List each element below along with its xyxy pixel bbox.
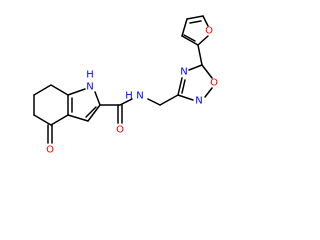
bond-ofu-c2fu <box>197 35 209 46</box>
bond-c3ox-n4 <box>177 77 183 96</box>
oxadiazole-n2-label: N <box>195 96 202 107</box>
oxadiazole-n3-label: N <box>180 67 187 78</box>
bonds <box>33 15 213 144</box>
oxadiazole-o1-label: O <box>210 78 218 89</box>
bond-c5ox-o1 <box>201 64 213 79</box>
bond-c2fu-c3fu-inner <box>183 34 196 42</box>
amide-h-label: H <box>125 91 133 102</box>
bond-c5-c4 <box>33 114 52 126</box>
amide-n-label: N <box>136 91 143 102</box>
atom-labels: N H N H O O N O N O <box>46 26 218 156</box>
bond-c2-c3 <box>87 104 101 122</box>
bond-c5fu-ofu <box>202 15 209 27</box>
bond-c5ox-c2fu <box>197 44 203 66</box>
ring-nh-h-label: H <box>86 70 94 81</box>
furan-o-label: O <box>205 26 213 37</box>
bond-camide-n <box>119 98 133 106</box>
bond-n-ch2 <box>147 98 161 106</box>
bond-n1-c2 <box>94 91 101 106</box>
bond-ch2-c3ox <box>159 94 179 106</box>
bond-c4-c4a <box>50 114 69 126</box>
bond-c4fu-c5fu <box>186 15 204 20</box>
bond-c7a-c7 <box>50 84 69 96</box>
bond-c4fu-c5fu-inner <box>189 20 202 24</box>
bond-n2-c3ox <box>177 94 194 101</box>
molecule-structure: N H N H O O N O N O <box>33 15 218 156</box>
bond-c3-c3a <box>67 114 89 122</box>
bond-c2-c3-inner <box>85 106 97 118</box>
bond-c2fu-c3fu <box>181 35 199 46</box>
ketone-o-label: O <box>46 145 54 156</box>
bond-c7a-n1 <box>67 88 86 96</box>
bond-c3fu-c4fu <box>181 18 188 37</box>
bond-c3ox-n4-inner <box>181 79 186 94</box>
amide-o-label: O <box>116 125 124 136</box>
bond-o1-n2 <box>204 87 213 98</box>
bond-n4-c5ox <box>188 64 203 71</box>
ring-nh-n-label: N <box>86 82 93 93</box>
bond-c7-c6 <box>33 84 52 96</box>
